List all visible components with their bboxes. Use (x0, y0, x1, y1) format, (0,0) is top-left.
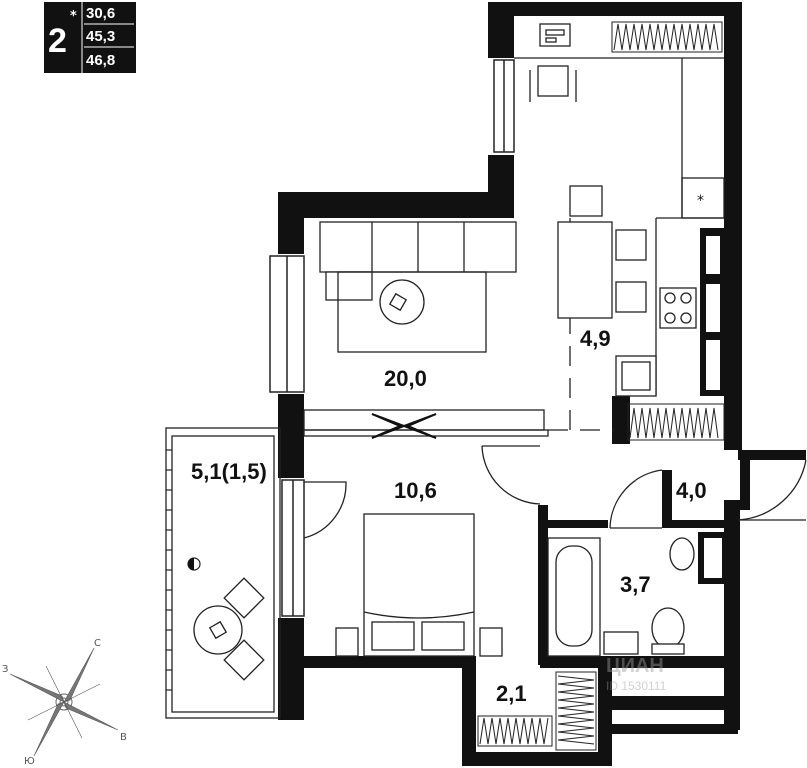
desk-chair (537, 65, 569, 97)
toilet (651, 607, 685, 649)
walls (278, 2, 806, 766)
radiators (477, 21, 725, 751)
kitchen-area: 4,9 (580, 326, 611, 351)
watermark-brand: ЦИАН (606, 655, 664, 677)
compass-north: С (94, 638, 101, 649)
furniture (193, 23, 697, 681)
bedroom-area: 10,6 (394, 478, 437, 503)
balcony-area: 5,1(1,5) (191, 459, 267, 484)
area-badge: 2 * 30,6 45,3 46,8 (44, 2, 136, 73)
watermark: ЦИАН ID 1530111 (606, 655, 667, 693)
room-labels: 20,0 4,9 10,6 5,1(1,5) 4,0 3,7 2,1 (191, 326, 707, 706)
sliding-doors (371, 413, 437, 439)
stove (659, 287, 697, 329)
wash-basin (669, 537, 695, 571)
total-area-with-balcony-value: 46,8 (86, 52, 115, 69)
dining-table (557, 221, 613, 319)
hall-area: 4,0 (676, 478, 707, 503)
total-area-value: 45,3 (86, 28, 115, 45)
bathroom-area: 3,7 (620, 572, 651, 597)
rooms-count: 2 (48, 22, 67, 60)
compass-west: З (2, 664, 8, 675)
vent-icon: * (697, 193, 704, 209)
rug (337, 271, 487, 353)
balcony-light-icon (187, 557, 201, 571)
shaft-cutouts (704, 236, 722, 578)
balcony-rail (166, 449, 172, 691)
windows (269, 59, 515, 617)
compass-south: Ю (24, 756, 35, 767)
compass-east: В (120, 732, 127, 743)
watermark-id: ID 1530111 (606, 679, 667, 693)
rooms-star: * (70, 9, 77, 24)
living-area-value: 30,6 (86, 5, 115, 22)
compass-rose: С Ю В З (2, 638, 127, 767)
storage-area: 2,1 (496, 681, 527, 706)
living-room-area: 20,0 (384, 366, 427, 391)
